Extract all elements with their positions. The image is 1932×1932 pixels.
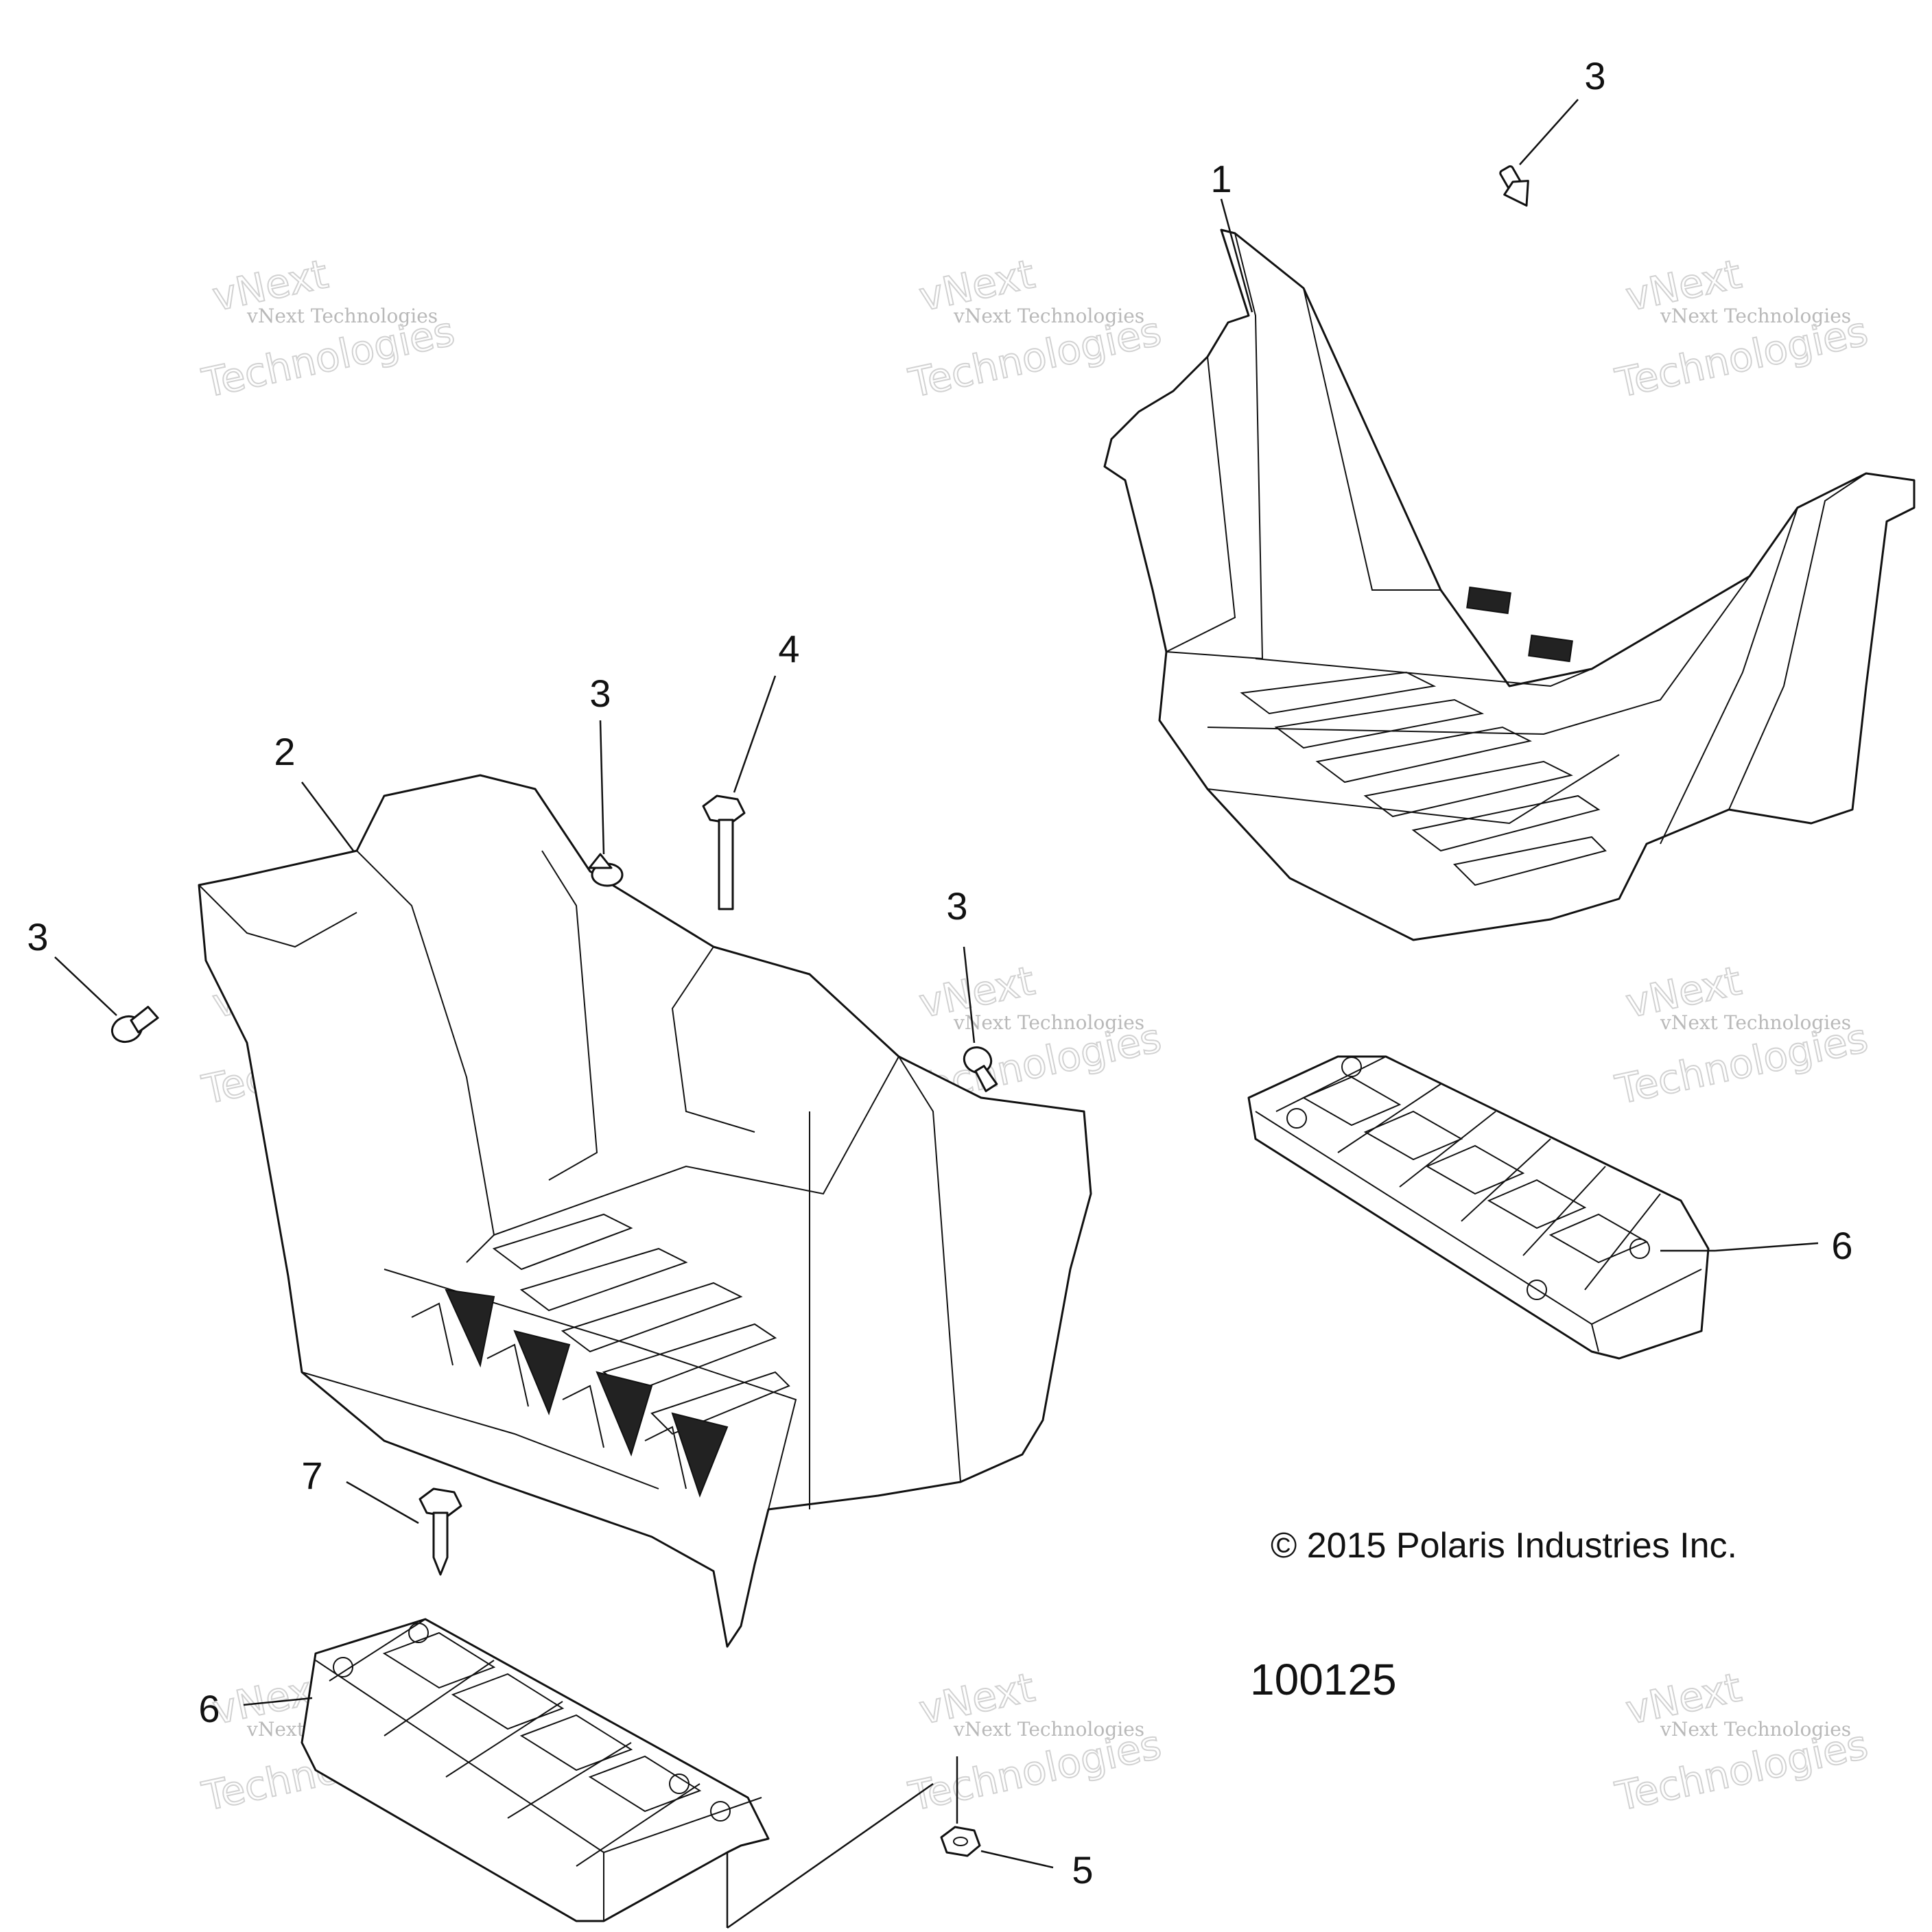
part-6-grid [329, 1618, 702, 1867]
callout-3-top: 3 [1584, 54, 1605, 97]
mount-hole [1341, 1057, 1362, 1077]
watermark-small: vNext Technologies [1660, 305, 1851, 327]
part-2-vent [562, 1385, 604, 1448]
part-1-grip-pad [1528, 634, 1573, 663]
mount-hole [1286, 1108, 1307, 1129]
part-2-vent [644, 1426, 687, 1489]
leader-lines [54, 99, 1819, 1929]
watermark-small: vNext Technologies [953, 1718, 1144, 1741]
callout-7: 7 [301, 1454, 322, 1497]
part-6-grid [1275, 1056, 1661, 1291]
part-1-right-footwell [1103, 228, 1916, 941]
callout-3-center: 3 [589, 672, 611, 715]
mount-hole [408, 1623, 429, 1643]
mount-hole [710, 1801, 731, 1822]
callout-2: 2 [274, 730, 295, 773]
figure-number: 100125 [1250, 1655, 1397, 1704]
callout-4: 4 [778, 627, 799, 670]
callout-1: 1 [1210, 157, 1232, 200]
bolt-4 [702, 794, 746, 910]
part-2-grip-pads [445, 1288, 729, 1498]
part-2-tread-ribs [492, 1213, 790, 1435]
mount-hole [669, 1774, 690, 1794]
push-rivet-3-center [588, 853, 624, 887]
watermark-small: vNext Technologies [246, 305, 438, 327]
callout-6-right: 6 [1831, 1224, 1852, 1267]
mount-hole [333, 1657, 353, 1677]
push-rivet-3-left [110, 1006, 159, 1044]
part-6-footrest-left [301, 1618, 770, 1922]
part-2-vent [486, 1343, 529, 1407]
callout-6-left: 6 [198, 1687, 220, 1730]
part-1-tread-ribs [1240, 671, 1607, 886]
mount-hole [1629, 1238, 1650, 1259]
push-rivet-3-right [963, 1046, 998, 1092]
watermark-small: vNext Technologies [953, 1011, 1144, 1034]
callout-5: 5 [1072, 1848, 1093, 1892]
nut-5 [940, 1826, 981, 1857]
watermark-small: vNext Technologies [953, 305, 1144, 327]
push-rivet-3-top [1499, 165, 1529, 207]
part-1-grip-pad [1466, 586, 1511, 615]
part-2-vent [411, 1302, 453, 1366]
watermark-small: vNext Technologies [1660, 1718, 1851, 1741]
watermark-small: vNext Technologies [1660, 1011, 1851, 1034]
screw-7 [419, 1487, 462, 1576]
copyright-notice: © 2015 Polaris Industries Inc. [1271, 1526, 1737, 1566]
callout-3-left: 3 [27, 915, 48, 958]
callout-3-right: 3 [946, 884, 967, 928]
mount-hole [1527, 1280, 1547, 1300]
part-6-footrest-right [1247, 1055, 1710, 1360]
part-2-left-footwell [198, 774, 1092, 1648]
